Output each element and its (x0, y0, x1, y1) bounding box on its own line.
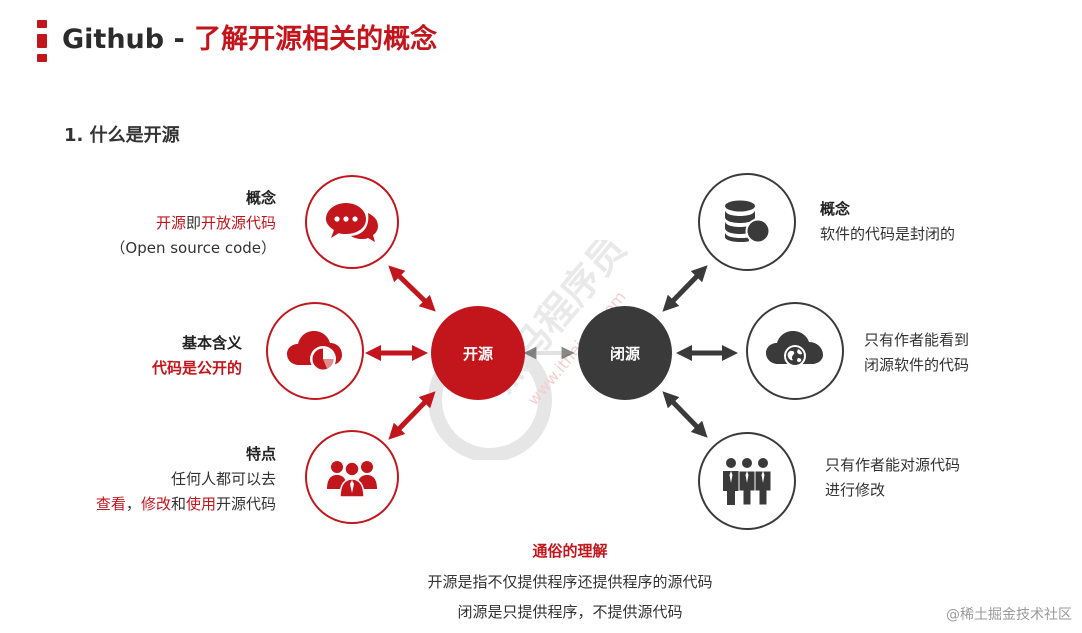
closed-modify-line1: 只有作者能对源代码 (825, 456, 961, 474)
circle-closed-access (746, 302, 844, 400)
open-concept-term-open: 开源 (155, 214, 186, 232)
cloud-chart-icon (287, 331, 342, 372)
open-concept-english: （Open source code） (110, 239, 276, 257)
arrow-closed-concept (662, 265, 708, 312)
open-meaning-text: 基本含义 代码是公开的 (152, 331, 242, 381)
open-feature-line1: 任何人都可以去 (170, 470, 276, 488)
open-concept-text: 概念 开源即开放源代码 （Open source code） (110, 186, 276, 261)
summary-heading: 通俗的理解 (532, 542, 608, 560)
open-meaning-line: 代码是公开的 (151, 359, 242, 377)
closed-access-text: 只有作者能看到 闭源软件的代码 (864, 328, 969, 378)
arrow-open-concept (388, 265, 436, 312)
chat-bubbles-icon (326, 203, 378, 242)
cloud-globe-icon (766, 331, 823, 367)
open-feature-view: 查看 (95, 495, 126, 513)
title-prefix: Github - (62, 24, 195, 55)
open-feature-use: 使用 (185, 495, 216, 513)
open-feature-comma: ， (125, 495, 141, 513)
section-heading: 1. 什么是开源 (64, 125, 180, 146)
closed-modify-text: 只有作者能对源代码 进行修改 (825, 453, 960, 503)
closed-access-line2: 闭源软件的代码 (864, 356, 970, 374)
open-feature-heading: 特点 (245, 445, 276, 463)
circle-closed-concept (698, 173, 796, 271)
page-title: Github - 了解开源相关的概念 (62, 22, 437, 58)
open-concept-term-full: 开放源代码 (200, 214, 276, 232)
open-concept-heading: 概念 (245, 189, 276, 207)
database-icon (725, 200, 771, 244)
arrow-closed-modify (662, 391, 708, 438)
open-source-hub: 开源 (431, 306, 525, 400)
footer-credit: @稀土掘金技术社区 (946, 607, 1072, 623)
closed-source-hub: 闭源 (578, 306, 672, 400)
closed-access-line1: 只有作者能看到 (864, 331, 970, 349)
title-main: 了解开源相关的概念 (194, 24, 438, 55)
closed-concept-text: 概念 软件的代码是封闭的 (820, 197, 955, 247)
open-feature-code: 开源代码 (215, 495, 276, 513)
closed-modify-line2: 进行修改 (825, 481, 886, 499)
closed-concept-line: 软件的代码是封闭的 (820, 225, 956, 243)
arrow-open-feature (388, 391, 436, 440)
closed-concept-heading: 概念 (820, 200, 851, 218)
circle-open-meaning (266, 302, 364, 400)
open-feature-and: 和 (170, 495, 186, 513)
open-feature-text: 特点 任何人都可以去 查看，修改和使用开源代码 (96, 442, 276, 517)
circle-open-feature (305, 430, 399, 524)
business-team-icon (723, 458, 772, 506)
circle-closed-modify (698, 432, 796, 530)
circle-open-concept (305, 175, 399, 269)
open-concept-term-ji: 即 (185, 214, 201, 232)
summary-line1: 开源是指不仅提供程序还提供程序的源代码 (427, 573, 713, 591)
open-feature-modify: 修改 (140, 495, 171, 513)
team-icon (327, 461, 377, 497)
summary-line2: 闭源是只提供程序，不提供源代码 (457, 603, 683, 621)
open-meaning-heading: 基本含义 (181, 334, 242, 352)
